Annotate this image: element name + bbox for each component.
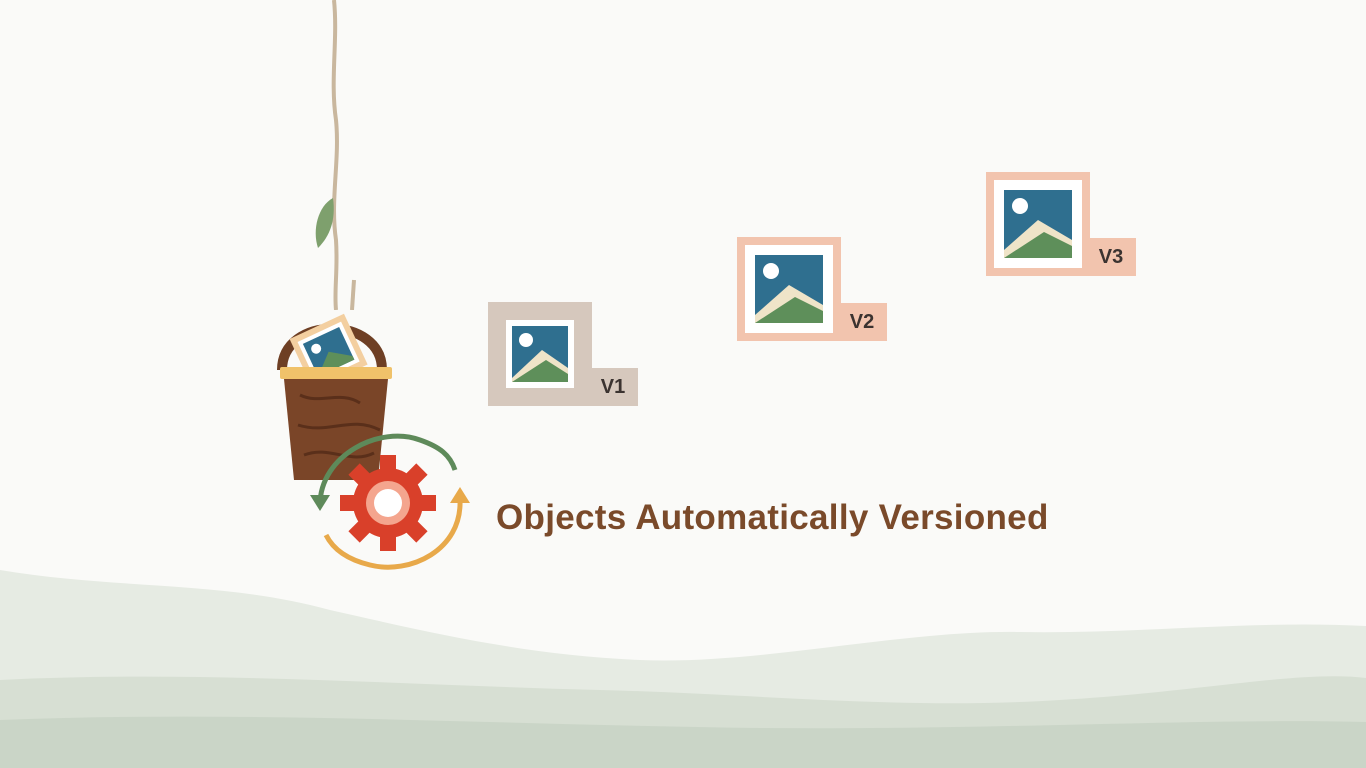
hills-background xyxy=(0,570,1366,768)
version-frame xyxy=(488,302,592,406)
version-frame xyxy=(737,237,841,341)
leaf-icon xyxy=(315,198,334,248)
bucket-icon xyxy=(277,313,392,480)
image-icon xyxy=(512,326,568,382)
image-icon xyxy=(1004,190,1072,258)
caption-title: Objects Automatically Versioned xyxy=(496,498,1049,537)
version-label: V1 xyxy=(588,368,638,406)
image-icon xyxy=(755,255,823,323)
rope-icon xyxy=(315,0,356,310)
version-frame xyxy=(986,172,1090,276)
version-label: V2 xyxy=(837,303,887,341)
version-label: V3 xyxy=(1086,238,1136,276)
gear-icon xyxy=(340,455,436,551)
sync-arrows-icon xyxy=(310,433,470,570)
